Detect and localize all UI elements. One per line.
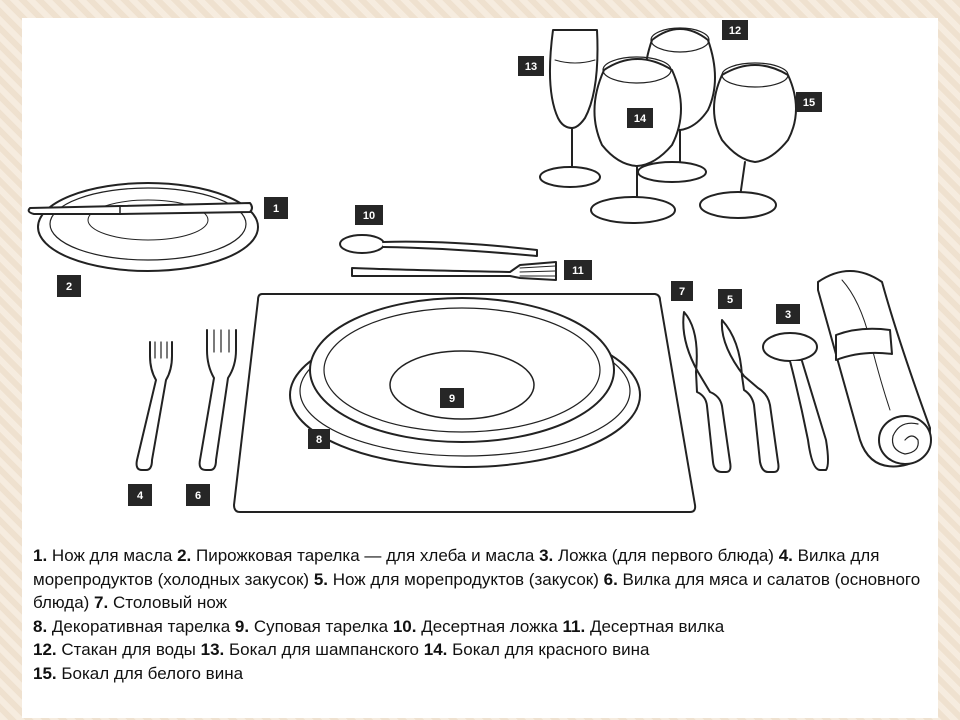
legend-item-15: 15. Бокал для белого вина — [33, 663, 244, 683]
dessert-spoon — [339, 234, 538, 257]
label-1: 1 — [264, 197, 288, 219]
legend-item-10: 10. Десертная ложка — [392, 616, 558, 636]
label-11: 11 — [564, 260, 592, 280]
main-fork — [198, 329, 237, 471]
svg-text:1: 1 — [273, 203, 279, 215]
label-9: 9 — [440, 388, 464, 408]
svg-text:7: 7 — [679, 286, 685, 298]
svg-text:13: 13 — [525, 61, 537, 73]
label-5: 5 — [718, 289, 742, 309]
label-2: 2 — [57, 275, 81, 297]
svg-text:15: 15 — [803, 97, 815, 109]
label-10: 10 — [355, 205, 383, 225]
legend-item-6: 6. Вилка для мяса и салатов (основного б… — [33, 569, 921, 613]
svg-text:4: 4 — [137, 490, 144, 502]
svg-text:9: 9 — [449, 393, 455, 405]
svg-text:2: 2 — [66, 281, 72, 293]
legend-caption: 1. Нож для масла 2. Пирожковая тарелка —… — [33, 544, 933, 685]
legend-item-14: 14. Бокал для красного вина — [423, 640, 650, 659]
legend-item-2: 2. Пирожковая тарелка — для хлеба и масл… — [177, 546, 535, 565]
champagne-glass — [539, 29, 601, 188]
red-wine-glass — [590, 56, 682, 224]
legend-item-1: 1. Нож для масла — [33, 546, 173, 565]
napkin-roll — [817, 270, 932, 468]
label-14: 14 — [627, 108, 653, 128]
svg-text:14: 14 — [634, 113, 647, 125]
butter-knife — [27, 202, 253, 215]
svg-text:12: 12 — [729, 25, 741, 37]
label-6: 6 — [186, 484, 210, 506]
legend-item-7: 7. Столовый нож — [94, 593, 227, 612]
label-3: 3 — [776, 304, 800, 324]
legend-item-4: 4. Вилка для морепродуктов (холодных зак… — [33, 546, 880, 589]
svg-text:10: 10 — [363, 210, 375, 222]
svg-text:6: 6 — [195, 490, 201, 502]
legend-item-13: 13. Бокал для шампанского — [200, 640, 419, 659]
legend-item-8: 8. Декоративная тарелка — [33, 616, 231, 636]
label-7: 7 — [671, 281, 693, 301]
label-15: 15 — [796, 92, 822, 112]
white-wine-glass — [699, 62, 797, 219]
svg-text:5: 5 — [727, 294, 733, 306]
label-12: 12 — [722, 20, 748, 40]
legend-item-5: 5. Нож для морепродуктов (закусок) — [313, 569, 599, 589]
seafood-knife — [720, 319, 780, 473]
dinner-knife — [682, 311, 732, 473]
label-4: 4 — [128, 484, 152, 506]
dessert-fork — [351, 261, 557, 281]
svg-text:11: 11 — [572, 265, 584, 277]
seafood-fork — [135, 341, 173, 471]
soup-plate — [309, 297, 615, 443]
label-13: 13 — [518, 56, 544, 76]
legend-item-12: 12. Стакан для воды — [33, 640, 196, 659]
svg-text:8: 8 — [316, 434, 322, 446]
soup-spoon — [762, 332, 829, 471]
svg-text:3: 3 — [785, 309, 791, 321]
label-8: 8 — [308, 429, 330, 449]
legend-item-9: 9. Суповая тарелка — [234, 616, 389, 636]
legend-item-11: 11. Десертная вилка — [562, 616, 725, 636]
bread-plate — [37, 182, 259, 272]
legend-item-3: 3. Ложка (для первого блюда) — [539, 546, 774, 565]
